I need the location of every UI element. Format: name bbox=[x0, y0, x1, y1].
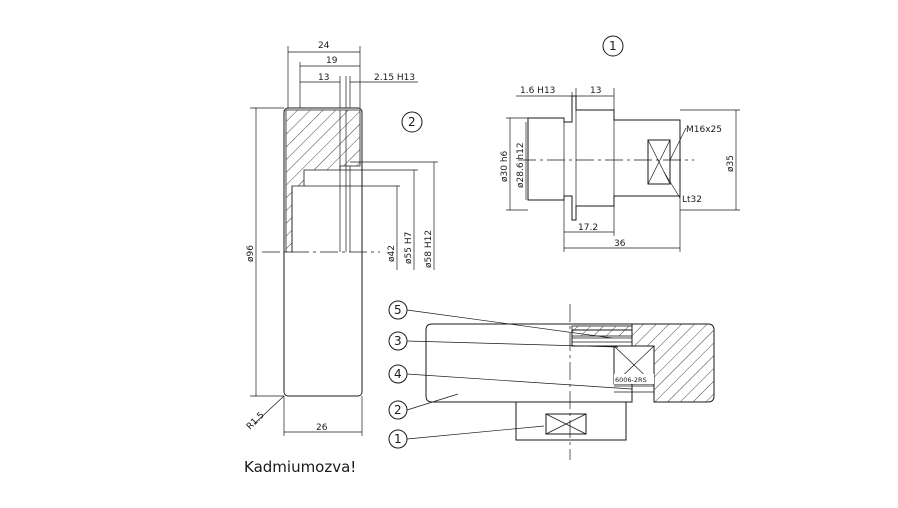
dim-lt32: Lt32 bbox=[682, 195, 702, 205]
balloon-2-top-label: 2 bbox=[408, 115, 416, 129]
balloon-2-label: 2 bbox=[394, 403, 402, 417]
dim-d96: ø96 bbox=[246, 245, 256, 262]
drawing-note: Kadmiumozva! bbox=[244, 458, 356, 476]
dim-d30-h6: ø30 h6 bbox=[500, 150, 510, 182]
dim-m16x25: M16x25 bbox=[686, 125, 722, 135]
balloon-1-label: 1 bbox=[394, 432, 402, 446]
bearing-label: 6006-2RS bbox=[615, 376, 647, 384]
dim-17-2: 17.2 bbox=[578, 223, 598, 233]
balloon-4-label: 4 bbox=[394, 367, 402, 381]
part-1-view: 1 1.6 H13 13 ø30 h6 ø28.6 h12 ø35 bbox=[500, 35, 740, 252]
dim-d55-h7: ø55 H7 bbox=[404, 232, 414, 264]
part-2-section-hatch bbox=[285, 109, 361, 253]
dim-26: 26 bbox=[316, 423, 328, 433]
dim-24: 24 bbox=[318, 41, 330, 51]
dim-d42: ø42 bbox=[387, 245, 397, 262]
dim-2-15-h13: 2.15 H13 bbox=[374, 73, 415, 83]
dim-19: 19 bbox=[326, 56, 338, 66]
balloon-3-label: 3 bbox=[394, 334, 402, 348]
dim-d35: ø35 bbox=[726, 155, 736, 172]
balloon-1-top-label: 1 bbox=[609, 39, 617, 53]
assembly-housing-hatch bbox=[631, 323, 715, 403]
dim-d28-6-h12: ø28.6 h12 bbox=[516, 142, 526, 188]
balloon-1-top bbox=[602, 35, 624, 57]
dim-d58-h12: ø58 H12 bbox=[424, 230, 434, 268]
dim-36: 36 bbox=[614, 239, 626, 249]
balloon-5-label: 5 bbox=[394, 303, 402, 317]
dim-13: 13 bbox=[318, 73, 329, 83]
dim-r1-5: R1.5 bbox=[245, 410, 267, 432]
dim-13-part1: 13 bbox=[590, 86, 601, 96]
dim-1-6-h13: 1.6 H13 bbox=[520, 86, 555, 96]
part-2-view: 24 19 13 2.15 H13 ø96 ø42 ø55 H7 ø58 H12… bbox=[245, 41, 438, 436]
balloon-2-top bbox=[401, 111, 423, 133]
assembly-view: 6006-2RS 5 3 4 2 1 bbox=[388, 300, 715, 460]
